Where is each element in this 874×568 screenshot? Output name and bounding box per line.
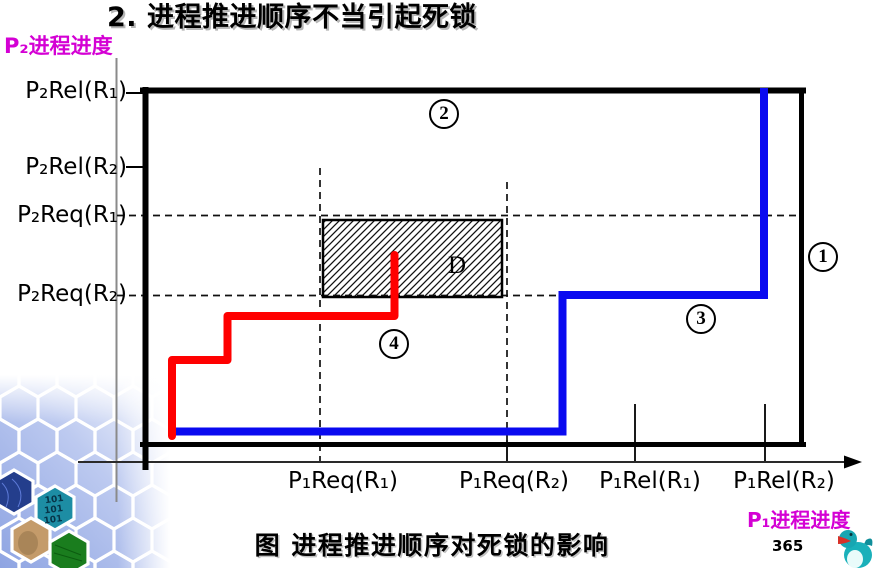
y-tick-label-p2-req-r1: P₂Req(R₁) xyxy=(17,202,127,228)
page-title: 2. 进程推进顺序不当引起死锁 xyxy=(107,2,477,33)
unsafe-region-d xyxy=(321,218,504,299)
mascot-eye xyxy=(849,533,853,536)
region-d-label: D xyxy=(448,252,467,279)
binary-code: 101 101 101 xyxy=(43,494,64,527)
x-axis-arrowhead xyxy=(844,455,862,469)
x-axis-title: P₁进程进度 xyxy=(747,508,851,532)
mascot-belly xyxy=(847,550,863,568)
green-lines xyxy=(53,544,83,562)
hexagon-background: 101 101 101 xyxy=(0,375,170,568)
y-axis-title: P₂进程进度 xyxy=(4,34,113,58)
face-hexagon xyxy=(10,516,52,564)
green-hexagon xyxy=(48,529,90,568)
face-shading xyxy=(18,531,38,555)
svg-text:101: 101 xyxy=(43,514,63,527)
path-marker-3: 3 xyxy=(686,304,716,334)
mascot-icon xyxy=(838,530,873,568)
mascot-mouth xyxy=(838,536,851,544)
path-marker-1: 1 xyxy=(808,242,838,272)
x-tick-label-p1-rel-r2: P₁Rel(R₂) xyxy=(733,468,835,494)
circuit-lines xyxy=(1,478,22,508)
circuit-hexagon xyxy=(0,468,35,516)
x-tick-label-p1-req-r2: P₁Req(R₂) xyxy=(459,468,569,494)
picture-hexagons xyxy=(0,468,90,568)
trajectory-red-path4 xyxy=(168,251,399,440)
binary-hexagon xyxy=(34,484,76,532)
x-tick-label-p1-req-r1: P₁Req(R₁) xyxy=(288,468,398,494)
path-marker-4: 4 xyxy=(379,329,409,359)
path-marker-2: 2 xyxy=(429,99,459,129)
x-tick-label-p1-rel-r1: P₁Rel(R₁) xyxy=(599,468,701,494)
trajectory-blue-path3 xyxy=(169,88,768,436)
page-number: 365 xyxy=(772,537,804,555)
svg-text:101: 101 xyxy=(44,494,64,507)
diagram-border xyxy=(140,87,806,470)
svg-text:101: 101 xyxy=(44,504,64,517)
y-tick-label-p2-rel-r1: P₂Rel(R₁) xyxy=(25,78,127,104)
figure-caption: 图 进程推进顺序对死锁的影响 xyxy=(254,531,610,560)
y-tick-label-p2-rel-r2: P₂Rel(R₂) xyxy=(25,154,127,180)
y-tick-label-p2-req-r2: P₂Req(R₂) xyxy=(17,281,127,307)
